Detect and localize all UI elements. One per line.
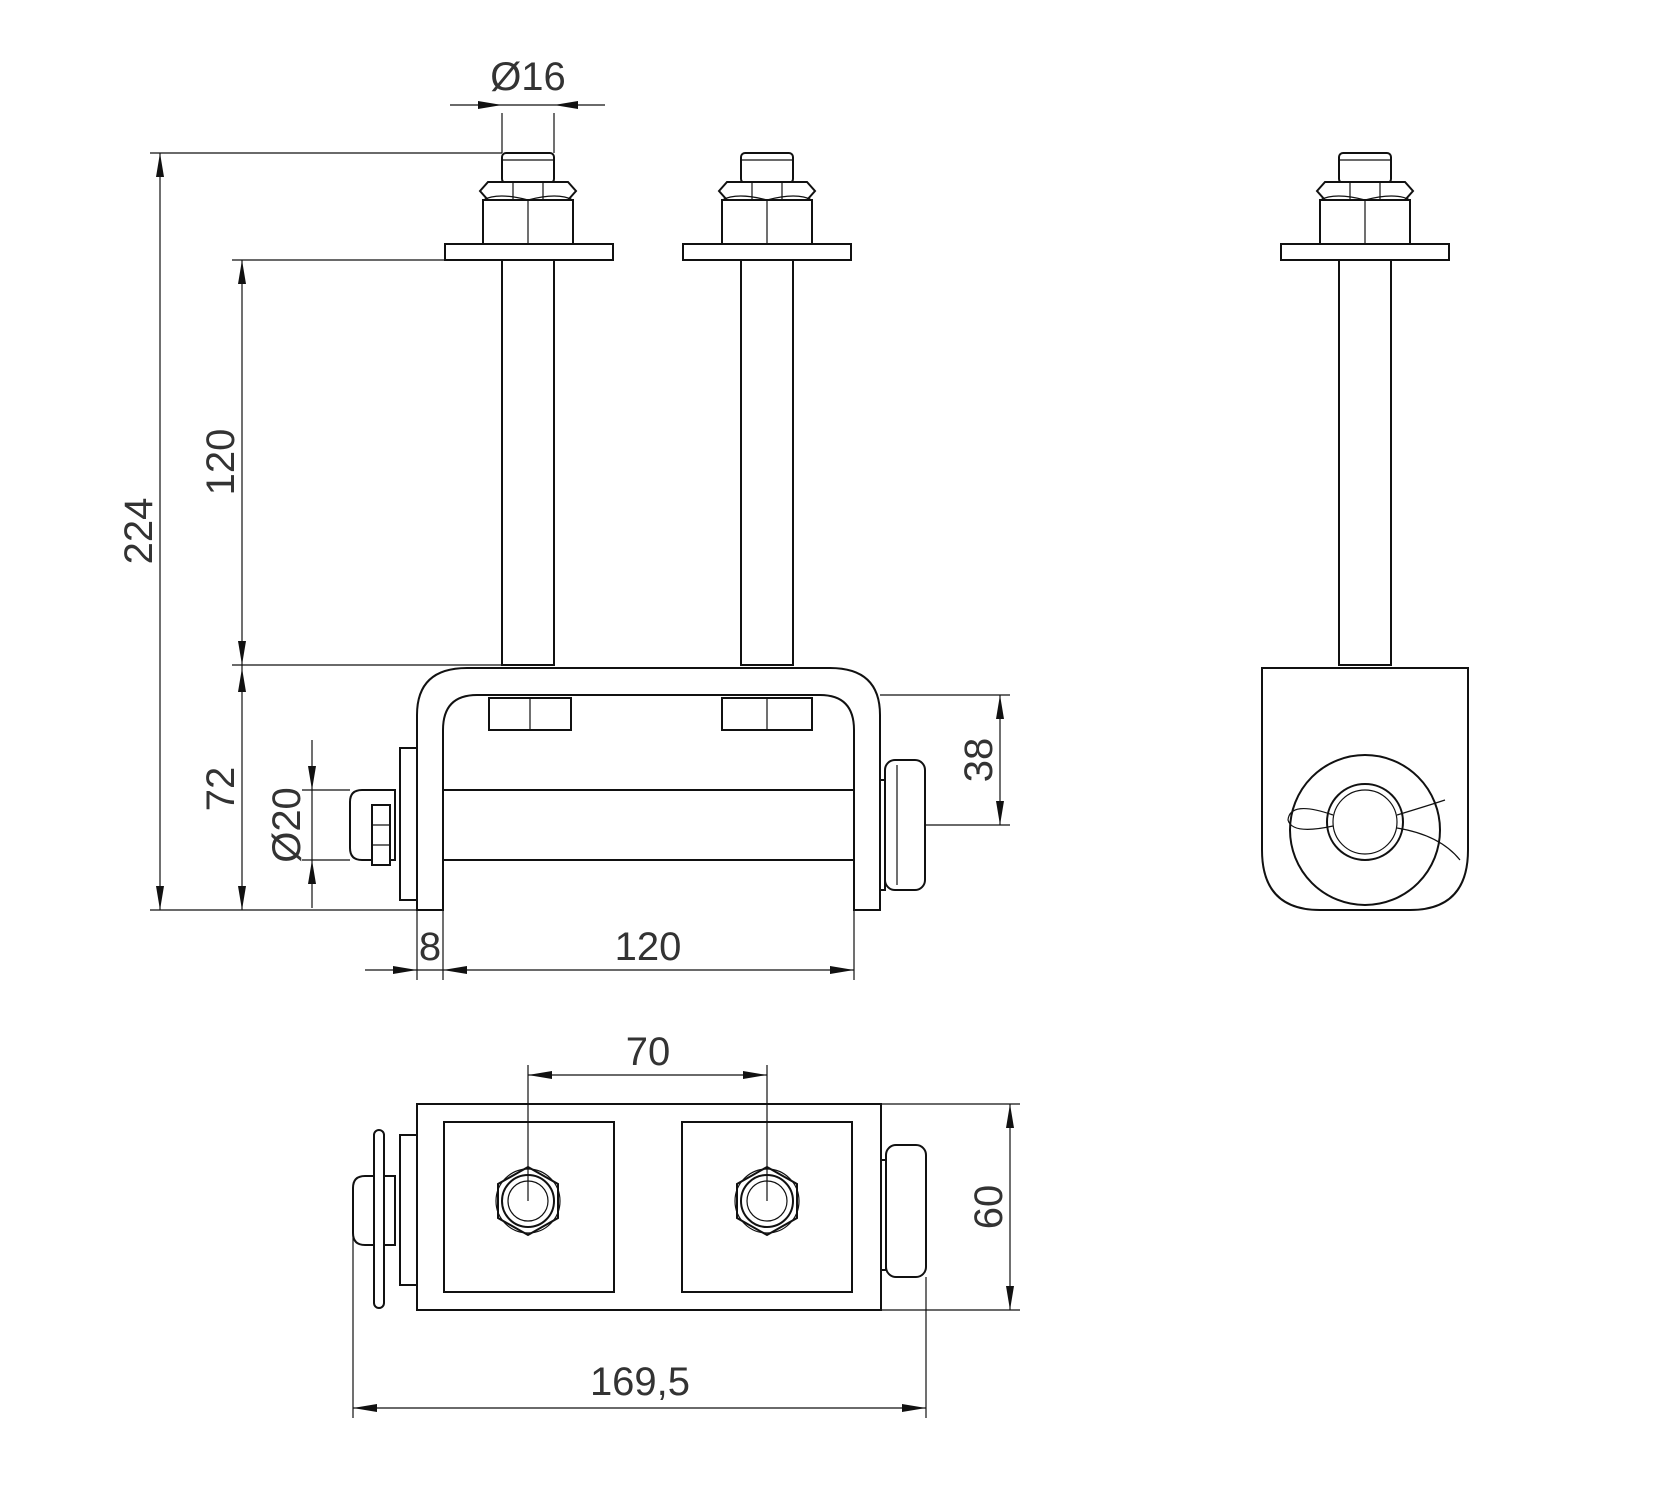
dim-bracket-height: 72 [199, 767, 243, 812]
dim-rod-length: 120 [199, 429, 243, 496]
front-view [349, 152, 926, 911]
dim-plate-thickness: 8 [419, 925, 441, 969]
right-wheel [879, 759, 926, 891]
u-bracket [416, 667, 881, 911]
left-pin [349, 747, 418, 901]
dim-rod-spacing: 70 [626, 1030, 671, 1074]
bolt-left [444, 152, 614, 666]
dim-top-depth: 60 [967, 1185, 1011, 1230]
dim-pin-diameter: Ø20 [265, 787, 309, 863]
dim-total-height: 224 [117, 498, 161, 565]
top-view [352, 1103, 927, 1311]
side-view [1261, 152, 1469, 911]
bolt-right [682, 152, 852, 666]
dim-rod-diameter: Ø16 [490, 55, 566, 99]
dim-roller-offset: 38 [957, 738, 1001, 783]
dim-bracket-width: 120 [615, 925, 682, 969]
dim-total-width: 169,5 [590, 1360, 690, 1404]
dimension-lines [150, 101, 1020, 1418]
